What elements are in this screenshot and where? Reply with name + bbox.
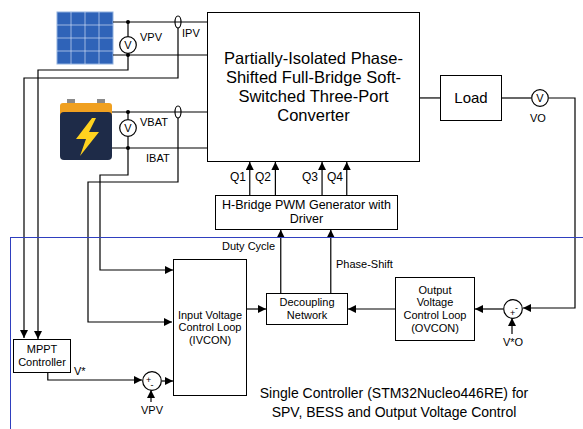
signal-connector (502, 97, 531, 98)
solar-panel-grid (57, 12, 113, 64)
signal-label: VBAT (140, 116, 168, 129)
box-label: Load (454, 89, 487, 106)
panel-cell-line (57, 38, 113, 39)
signal-connector (249, 162, 250, 195)
voltmeter-symbol: V (119, 36, 137, 54)
current-sensor (175, 106, 181, 118)
signal-connector (275, 162, 276, 195)
box-label: MPPT Controller (16, 343, 68, 368)
junction-dot (126, 20, 130, 24)
signal-connector (100, 137, 173, 270)
mppt-box: MPPT Controller (13, 339, 71, 373)
control-loop-box: Output Voltage Control Loop (OVCON) (395, 277, 475, 341)
junction-dot (126, 110, 130, 114)
current-sense-wire (88, 118, 178, 322)
panel-cell-line (57, 51, 113, 52)
signal-connector (38, 54, 128, 339)
signal-label: VPV (140, 31, 162, 44)
signal-connector (162, 380, 173, 381)
symbol-text: - (515, 304, 518, 313)
connector-label: Q3 (302, 171, 318, 184)
solar-panel-body (57, 12, 113, 64)
controller-region: Single Controller (STM32Nucleo446RE) for… (10, 237, 583, 429)
solar-panel-icon (57, 12, 113, 64)
box-label: Decoupling Network (270, 296, 344, 321)
voltmeter-symbol: V (119, 119, 137, 137)
voltmeter-symbol: V (531, 89, 549, 107)
symbol-text: - (151, 381, 154, 390)
summing-junction: +- (142, 371, 162, 391)
signal-label: IPV (182, 27, 200, 40)
signal-connector (420, 97, 440, 98)
load-box: Load (440, 75, 502, 121)
connector-label: V* (74, 365, 86, 378)
voltmeter-lead (127, 22, 128, 36)
current-sense-wire (24, 28, 178, 338)
summing-junction-circle (504, 300, 523, 319)
connector-label: Q4 (327, 171, 343, 184)
decoupling-box: Decoupling Network (266, 293, 348, 325)
signal-connector (48, 373, 142, 380)
voltmeter-symbol-circle (120, 120, 137, 137)
control-loop-box: Input Voltage Control Loop (IVCON) (173, 259, 247, 396)
symbol-text: V (124, 122, 131, 135)
symbol-text: V (536, 92, 543, 105)
signal-connector (523, 98, 575, 308)
signal-label: IBAT (146, 152, 170, 165)
connector-label: Phase-Shift (336, 258, 393, 271)
signal-connector (321, 162, 322, 195)
converter-box: Partially-Isolated Phase-Shifted Full-Br… (207, 12, 420, 162)
box-label: Partially-Isolated Phase-Shifted Full-Br… (214, 49, 413, 125)
reference-input-arrow (511, 318, 512, 334)
signal-connector (346, 162, 347, 195)
panel-cell-line (57, 25, 113, 26)
connector-label: Duty Cycle (222, 240, 275, 253)
power-wires (112, 16, 207, 148)
signal-label: V*O (503, 336, 523, 349)
signal-connector (280, 230, 281, 293)
signal-connector (348, 308, 395, 309)
signal-connector (330, 230, 331, 293)
battery-body (60, 112, 112, 160)
symbol-text: + (510, 309, 515, 318)
box-label: Single Controller (STM32Nucleo446RE) for… (254, 384, 534, 422)
connector-label: Q2 (255, 171, 271, 184)
symbol-text: V (124, 39, 131, 52)
lightning-bolt (76, 118, 99, 156)
box-label: H-Bridge PWM Generator with Driver (222, 198, 391, 227)
signal-connector (475, 308, 503, 309)
signal-label: VO (530, 112, 546, 125)
voltmeter-symbol-circle (532, 90, 549, 107)
box-label: Output Voltage Control Loop (OVCON) (399, 284, 471, 335)
voltmeter-symbol-circle (120, 37, 137, 54)
signal-label: VPV (141, 404, 163, 417)
symbol-text: + (146, 376, 151, 385)
sense-wires (24, 28, 512, 402)
box-label: Input Voltage Control Loop (IVCON) (177, 309, 243, 347)
feedback-input-arrow (150, 390, 151, 402)
summing-junction-circle (143, 372, 162, 391)
signal-connector (247, 308, 266, 309)
battery-icon (60, 99, 112, 160)
summing-junction: -+ (503, 299, 523, 319)
connector-label: Q1 (230, 171, 246, 184)
pwm-driver-box: H-Bridge PWM Generator with Driver (215, 195, 398, 230)
current-sensor (175, 16, 181, 28)
